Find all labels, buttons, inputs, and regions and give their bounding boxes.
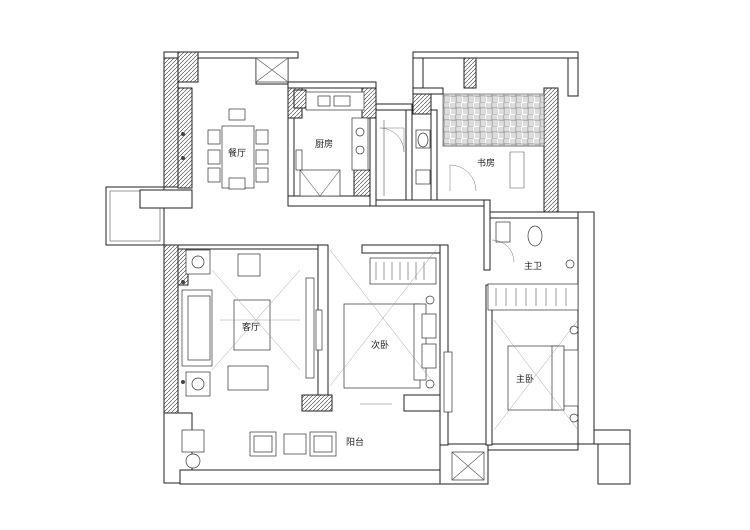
room-label-living: 客厅	[242, 321, 260, 333]
second-bedroom-furniture	[329, 249, 437, 405]
room-label-second-bedroom: 次卧	[371, 339, 389, 351]
room-label-kitchen: 厨房	[315, 138, 333, 150]
room-label-master-bedroom: 主卧	[516, 373, 534, 385]
small-bathroom	[379, 120, 431, 196]
room-label-balcony: 阳台	[346, 436, 364, 448]
outer-walls	[105, 51, 631, 485]
room-label-master-bathroom: 主卫	[524, 260, 542, 272]
room-label-dining: 餐厅	[228, 147, 246, 159]
study-floor	[442, 93, 545, 147]
balcony-furniture	[181, 57, 485, 481]
interior-walls	[177, 89, 579, 446]
room-label-study: 书房	[477, 157, 495, 169]
dining-columns	[181, 132, 185, 384]
master-bathroom-fixtures	[491, 221, 575, 269]
living-furniture	[181, 249, 323, 397]
dining-table	[207, 108, 269, 190]
kitchen-fixtures	[295, 91, 369, 197]
master-bedroom-furniture	[443, 283, 579, 431]
